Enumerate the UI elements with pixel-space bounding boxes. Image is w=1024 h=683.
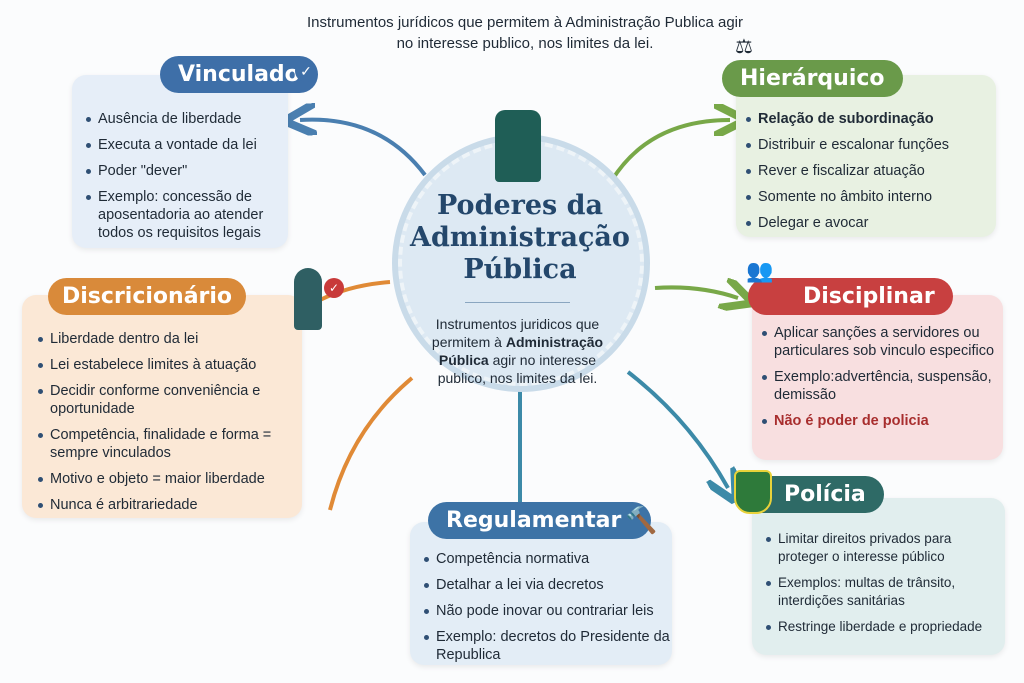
approve-icon: ✓ bbox=[324, 278, 344, 298]
vinculado-label: Vinculado bbox=[160, 56, 318, 93]
fist-icon bbox=[495, 110, 541, 182]
disciplinar-list: Aplicar sanções a servidores ou particul… bbox=[760, 324, 1000, 438]
subtitle-post: agir no interesse publico, nos limites d… bbox=[437, 352, 598, 386]
subtitle-pre: Instrumentos juridicos que permitem à bbox=[431, 316, 600, 350]
disciplinar-label: Disciplinar bbox=[748, 278, 953, 315]
discricionario-label: Discricionário bbox=[48, 278, 247, 315]
list-item: Aplicar sanções a servidores ou particul… bbox=[760, 324, 1000, 360]
vinculado-card bbox=[72, 75, 288, 248]
center-subtitle: Instrumentos juridicos que permitem à Ad… bbox=[415, 315, 620, 387]
header-caption: Instrumentos jurídicos que permitem à Ad… bbox=[306, 14, 744, 52]
vinculado-list: Ausência de liberdade Executa a vontade … bbox=[84, 110, 284, 250]
people-icon: 👥 bbox=[746, 258, 774, 283]
policia-card bbox=[752, 498, 1005, 655]
list-item: Competência, finalidade e forma = sempre… bbox=[36, 426, 301, 462]
list-item: Delegar e avocar bbox=[744, 214, 994, 232]
gavel-icon: 🔨 bbox=[625, 505, 658, 535]
list-item: Relação de subordinação bbox=[744, 110, 994, 128]
list-item: Nunca é arbitrariedade bbox=[36, 496, 301, 514]
list-item: Exemplo:advertência, suspensão, demissão bbox=[760, 368, 1000, 404]
list-item: Liberdade dentro da lei bbox=[36, 330, 301, 348]
list-item: Não pode inovar ou contrariar leis bbox=[422, 602, 670, 620]
regulamentar-card bbox=[410, 522, 672, 665]
list-item: Rever e fiscalizar atuação bbox=[744, 162, 994, 180]
list-item: Distribuir e escalonar funções bbox=[744, 136, 994, 154]
list-item: Exemplos: multas de trânsito, interdiçõe… bbox=[764, 574, 1004, 610]
list-item: Motivo e objeto = maior liberdade bbox=[36, 470, 301, 488]
list-item: Detalhar a lei via decretos bbox=[422, 576, 670, 594]
list-item: Executa a vontade da lei bbox=[84, 136, 284, 154]
subtitle-bold: Administração Pública bbox=[438, 334, 604, 368]
list-item: Decidir conforme conveniência e oportuni… bbox=[36, 382, 301, 418]
check-icon: ✓ bbox=[295, 60, 317, 82]
discricionario-card bbox=[22, 295, 302, 518]
regulamentar-list: Competência normativa Detalhar a lei via… bbox=[422, 550, 670, 672]
list-item: Somente no âmbito interno bbox=[744, 188, 994, 206]
arrow-vinculado bbox=[300, 120, 427, 177]
list-item: Não é poder de policia bbox=[760, 412, 1000, 430]
hierarquico-card bbox=[736, 75, 996, 237]
person-icon bbox=[294, 268, 322, 330]
shield-icon bbox=[734, 470, 772, 514]
center-title: Poderes da Administração Pública bbox=[410, 190, 630, 285]
line-discricionario-low bbox=[328, 376, 414, 511]
disciplinar-card bbox=[752, 295, 1003, 460]
list-item: Ausência de liberdade bbox=[84, 110, 284, 128]
list-item: Exemplo: decretos do Presidente da Repub… bbox=[422, 628, 670, 664]
list-item: Lei estabelece limites à atuação bbox=[36, 356, 301, 374]
scales-icon: ⚖ bbox=[735, 36, 753, 58]
hierarquico-label: Hierárquico bbox=[722, 60, 903, 97]
arrow-policia bbox=[626, 370, 728, 488]
arrow-discricionario bbox=[319, 280, 391, 302]
list-item: Limitar direitos privados para proteger … bbox=[764, 530, 1004, 566]
list-item: Exemplo: concessão de aposentadoria ao a… bbox=[84, 188, 284, 242]
list-item: Poder "dever" bbox=[84, 162, 284, 180]
policia-list: Limitar direitos privados para proteger … bbox=[764, 530, 1004, 644]
regulamentar-label: Regulamentar bbox=[428, 502, 652, 539]
divider bbox=[465, 302, 570, 303]
hierarquico-list: Relação de subordinação Distribuir e esc… bbox=[744, 110, 994, 240]
arrow-hierarquico bbox=[610, 120, 730, 182]
arrow-disciplinar bbox=[654, 287, 738, 298]
discricionario-list: Liberdade dentro da lei Lei estabelece l… bbox=[36, 330, 301, 522]
list-item: Competência normativa bbox=[422, 550, 670, 568]
list-item: Restringe liberdade e propriedade bbox=[764, 618, 1004, 636]
